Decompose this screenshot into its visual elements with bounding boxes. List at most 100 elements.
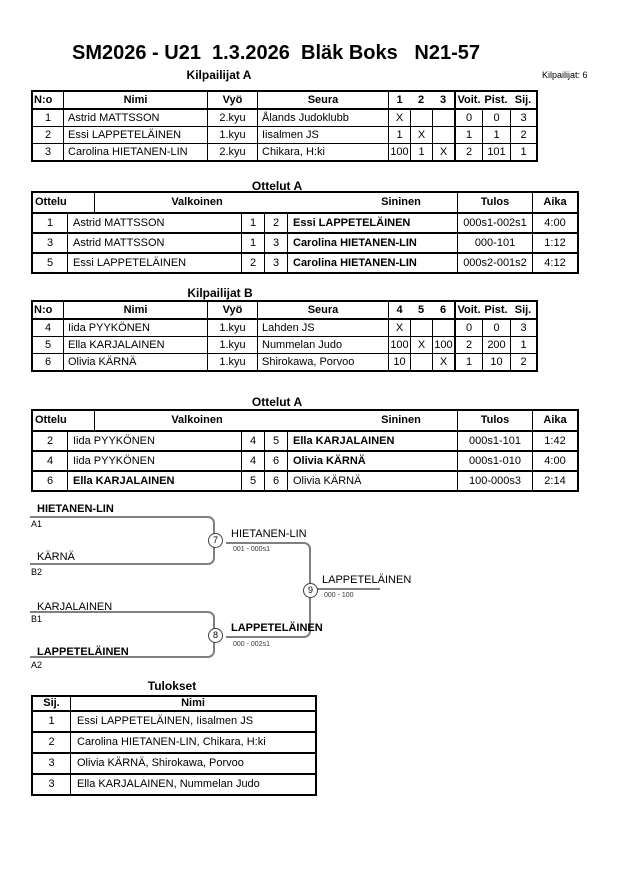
section-title-matches-a: Ottelut A xyxy=(251,179,303,193)
table-cell: Iida PYYKÖNEN xyxy=(67,452,241,470)
bracket-match8-winner: LAPPETELÄINEN xyxy=(231,622,323,634)
table-cell: Chikara, H:ki xyxy=(257,144,388,160)
table-cell: 0 xyxy=(454,320,482,336)
bracket-seed-b2: B2 xyxy=(31,567,43,577)
table-cell: 4 xyxy=(241,452,264,470)
column-header: N:o xyxy=(34,94,53,106)
table-cell: 101 xyxy=(482,144,510,160)
column-header: N:o xyxy=(34,304,53,316)
table-cell: X xyxy=(388,320,410,336)
table-cell: 2 xyxy=(454,144,482,160)
table-cell: 1.kyu xyxy=(207,354,257,370)
table-cell: Iida PYYKÖNEN xyxy=(63,320,207,336)
table-cell: Essi LAPPETELÄINEN xyxy=(287,214,457,232)
section-title-matches-b: Ottelut A xyxy=(251,395,303,409)
column-header: Sij. xyxy=(514,94,532,106)
table-cell: 000s1-010 xyxy=(457,452,532,470)
bracket-match7-number: 7 xyxy=(208,533,223,548)
column-header: Seura xyxy=(257,92,388,108)
table-cell: Astrid MATTSSON xyxy=(67,214,241,232)
table-cell: 000s1-101 xyxy=(457,432,532,450)
section-title-results: Tulokset xyxy=(147,679,197,693)
table-cell: 1.kyu xyxy=(207,320,257,336)
table-cell: 0 xyxy=(482,320,510,336)
table-cell: Carolina HIETANEN-LIN xyxy=(287,234,457,252)
table-cell xyxy=(410,110,432,126)
table-cell: 2 xyxy=(48,736,55,748)
table-cell: Ella KARJALAINEN xyxy=(63,337,207,353)
table-cell xyxy=(432,127,454,143)
column-header: Pist. xyxy=(484,304,508,316)
table-cell: Nummelan Judo xyxy=(257,337,388,353)
bracket-entry-a2: LAPPETELÄINEN xyxy=(37,646,129,658)
table-cell: 1:42 xyxy=(532,432,577,450)
table-cell: Astrid MATTSSON xyxy=(67,234,241,252)
table-cell: 1 xyxy=(510,144,536,160)
table-cell: 10 xyxy=(388,354,410,370)
table-cell: Ella KARJALAINEN xyxy=(287,432,457,450)
table-cell: X xyxy=(410,127,432,143)
competitors-count: Kilpailijat: 6 xyxy=(542,70,588,80)
column-header: 3 xyxy=(439,94,447,106)
table-cell xyxy=(410,354,432,370)
table-cell: Carolina HIETANEN-LIN, Chikara, H:ki xyxy=(70,733,315,752)
table-cell: 000s2-001s2 xyxy=(457,254,532,272)
table-cell xyxy=(432,320,454,336)
column-header: Sininen xyxy=(381,196,421,208)
bracket-match8-score: 000 - 002s1 xyxy=(233,641,270,648)
table-cell: Lahden JS xyxy=(257,320,388,336)
table-cell: Olivia KÄRNÄ xyxy=(287,452,457,470)
table-cell: 100-000s3 xyxy=(457,472,532,490)
table-cell: Ella KARJALAINEN, Nummelan Judo xyxy=(70,775,315,794)
table-cell: 100 xyxy=(388,337,410,353)
table-cell: 5 xyxy=(44,339,52,351)
table-cell: 4 xyxy=(46,455,54,467)
table-cell: 4:12 xyxy=(532,254,577,272)
table-cell: Carolina HIETANEN-LIN xyxy=(287,254,457,272)
table-cell: Ålands Judoklubb xyxy=(257,110,388,126)
bracket-entry-b2: KÄRNÄ xyxy=(37,551,75,563)
column-header: 4 xyxy=(388,302,410,318)
table-cell: 4:00 xyxy=(532,214,577,232)
table-cell: 3 xyxy=(48,757,55,769)
table-cell: Olivia KÄRNÄ xyxy=(287,472,457,490)
column-header: Nimi xyxy=(63,92,207,108)
table-cell: 1 xyxy=(510,337,536,353)
table-cell: X xyxy=(388,110,410,126)
table-cell: 5 xyxy=(46,257,54,269)
table-cell: Olivia KÄRNÄ xyxy=(63,354,207,370)
table-cell: Carolina HIETANEN-LIN xyxy=(63,144,207,160)
table-cell: Shirokawa, Porvoo xyxy=(257,354,388,370)
table-cell: 2 xyxy=(510,127,536,143)
column-header: Aika xyxy=(532,411,577,430)
table-cell: 1.kyu xyxy=(207,337,257,353)
bracket-seed-a1: A1 xyxy=(31,519,43,529)
bracket-match7-winner: HIETANEN-LIN xyxy=(231,528,307,540)
table-cell: 3 xyxy=(510,110,536,126)
table-cell: 000-101 xyxy=(457,234,532,252)
column-header: Ottelu xyxy=(35,414,67,426)
table-cell: 2 xyxy=(264,214,287,232)
table-cell: 2 xyxy=(454,337,482,353)
column-header: Valkoinen xyxy=(171,414,223,426)
column-header: 2 xyxy=(417,94,425,106)
table-cell: Essi LAPPETELÄINEN, Iisalmen JS xyxy=(70,712,315,731)
column-header: 5 xyxy=(417,304,425,316)
column-header: Tulos xyxy=(457,193,532,212)
table-cell: Astrid MATTSSON xyxy=(63,110,207,126)
table-cell: 0 xyxy=(482,110,510,126)
